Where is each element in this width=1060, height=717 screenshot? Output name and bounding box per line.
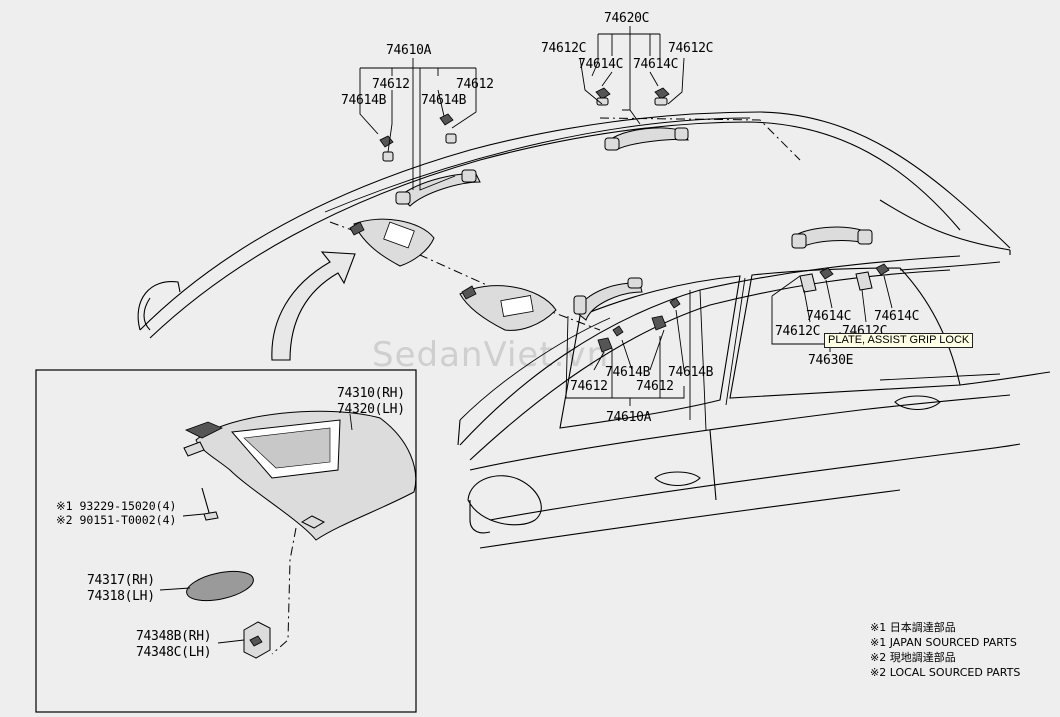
label-screw-1: ※1 93229-15020(4) <box>56 499 176 513</box>
label-74614b: 74614B <box>668 365 714 380</box>
label-74614c: 74614C <box>874 309 919 324</box>
visor-detail <box>159 410 417 659</box>
source-notes: ※1 日本調達部品 ※1 JAPAN SOURCED PARTS ※2 現地調達… <box>870 620 1020 679</box>
visor-on-car <box>349 218 557 331</box>
label-74620c: 74620C <box>604 11 649 26</box>
label-74318-lh: 74318(LH) <box>87 589 155 604</box>
label-74320-lh: 74320(LH) <box>337 402 405 417</box>
label-74614b: 74614B <box>605 365 651 380</box>
label-74612: 74612 <box>570 379 608 394</box>
label-74348b-rh: 74348B(RH) <box>136 629 211 644</box>
label-74612: 74612 <box>456 77 494 92</box>
label-74612c: 74612C <box>668 41 713 56</box>
label-74614c: 74614C <box>578 57 623 72</box>
label-74610a: 74610A <box>386 43 432 58</box>
grip-74620c <box>579 26 689 151</box>
label-74612c: 74612C <box>775 324 820 339</box>
tooltip: PLATE, ASSIST GRIP LOCK <box>824 333 974 348</box>
label-74348c-lh: 74348C(LH) <box>136 645 211 660</box>
label-74614b: 74614B <box>341 93 387 108</box>
label-74614c: 74614C <box>633 57 678 72</box>
label-74317-rh: 74317(RH) <box>87 573 155 588</box>
label-74630e: 74630E <box>808 353 853 368</box>
label-screw-2: ※2 90151-T0002(4) <box>56 513 176 527</box>
watermark: SedanViet.vn <box>372 335 609 375</box>
grip-74610a-side <box>565 277 685 406</box>
label-74310-rh: 74310(RH) <box>337 386 405 401</box>
label-74614c: 74614C <box>806 309 851 324</box>
curved-arrow <box>271 251 356 361</box>
note-line: ※1 日本調達部品 <box>870 620 956 634</box>
label-74610a: 74610A <box>606 410 652 425</box>
label-74612: 74612 <box>372 77 410 92</box>
grip-74610a-top <box>359 58 481 207</box>
note-line: ※2 現地調達部品 <box>870 650 956 664</box>
grip-74630e <box>771 226 893 352</box>
note-line: ※2 LOCAL SOURCED PARTS <box>870 666 1020 679</box>
note-line: ※1 JAPAN SOURCED PARTS <box>870 636 1017 649</box>
label-74612: 74612 <box>636 379 674 394</box>
part-labels: 74620C 74612C 74612C 74614C 74614C 74610… <box>56 11 919 660</box>
label-74612c: 74612C <box>541 41 586 56</box>
label-74614b: 74614B <box>421 93 467 108</box>
detail-box <box>35 369 417 713</box>
